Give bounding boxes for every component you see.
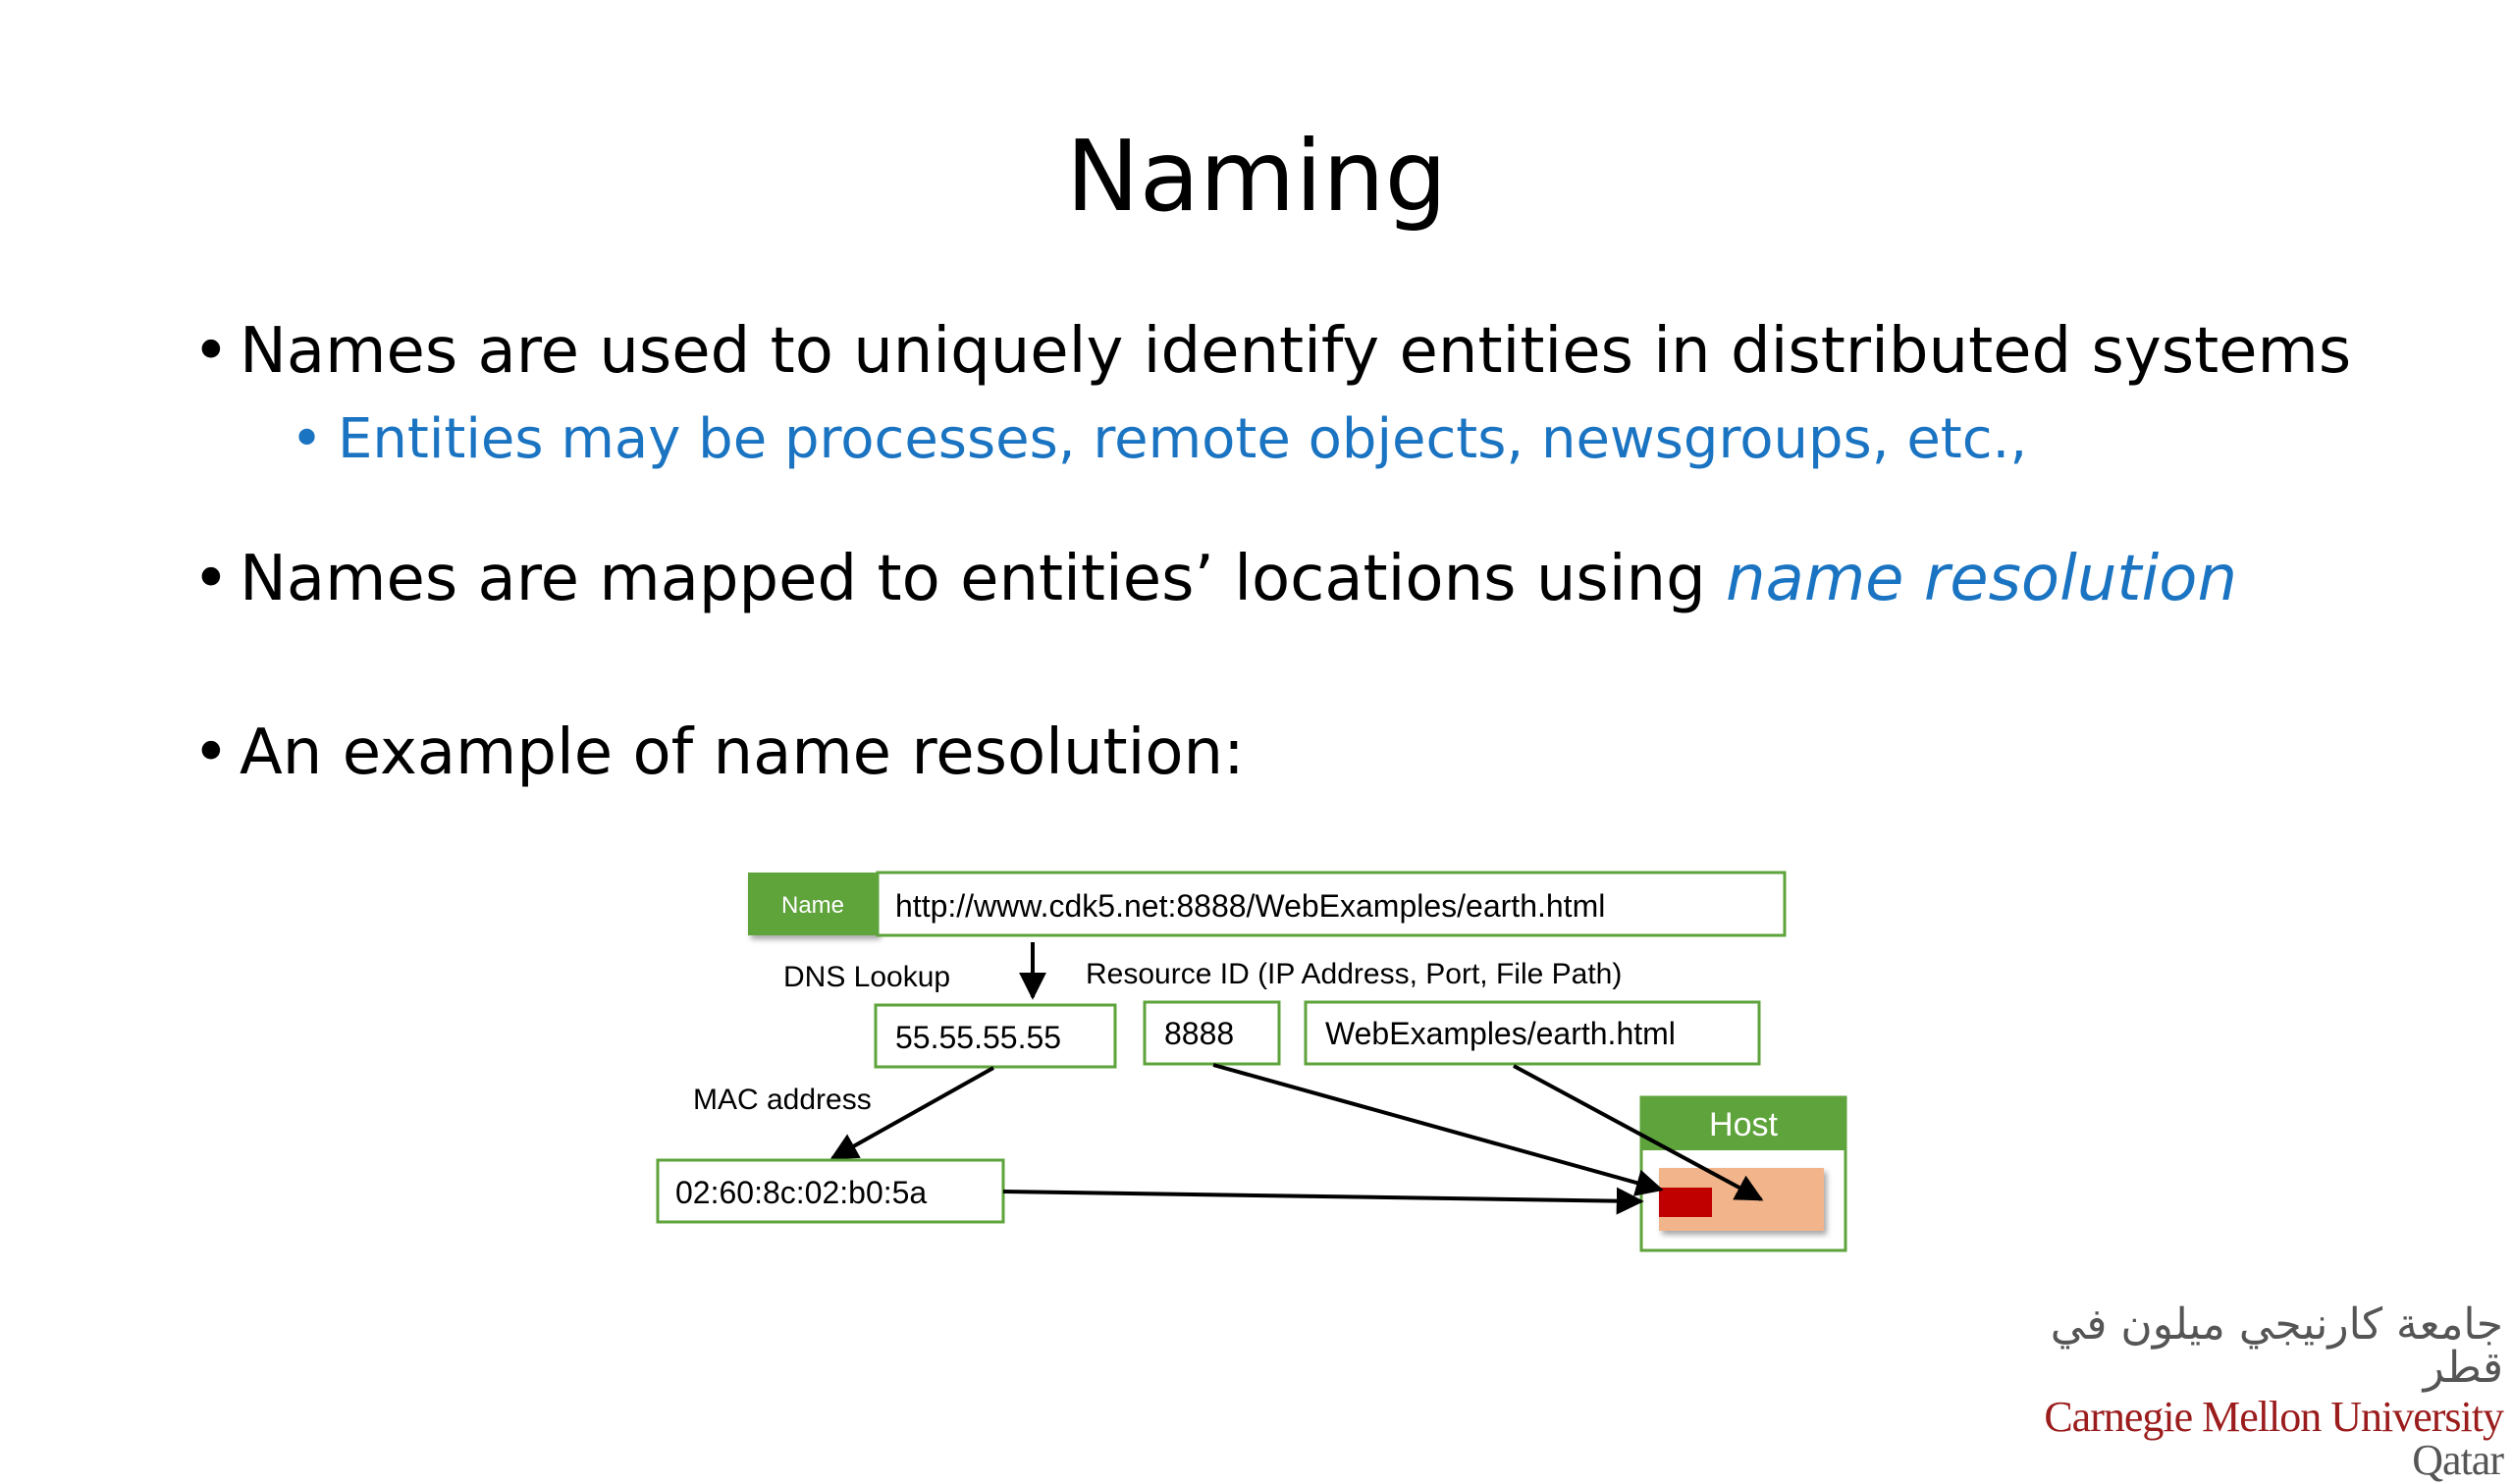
ip-box [874,1003,1117,1069]
bullet-marker: • [192,315,230,388]
ip-text: 55.55.55.55 [895,1020,1061,1055]
process-block [1659,1188,1712,1217]
logo-english-main: Carnegie Mellon University [2044,1393,2504,1441]
mac-box [656,1158,1005,1224]
path-text: WebExamples/earth.html [1325,1016,1676,1051]
port-box [1143,1000,1281,1066]
mac-to-host-arrow [1002,1187,1644,1215]
path-to-host-arrow [1513,1064,1764,1201]
name-resolution-diagram: Name http://www.cdk5.net:8888/WebExample… [656,871,1847,1252]
cmu-qatar-logo: جامعة كارنيجي ميلون في قطر Carnegie Mell… [1993,1299,2504,1482]
logo-arabic-text: جامعة كارنيجي ميلون في قطر [2050,1299,2503,1393]
sub-bullet-marker: • [291,407,324,471]
mac-arrow [829,1066,994,1160]
name-tag-box [748,873,878,935]
name-resolution-emphasis: name resolution [1726,543,2237,615]
bullet-text: Names are mapped to entities’ locations … [240,543,1727,615]
url-text: http://www.cdk5.net:8888/WebExamples/ear… [895,888,1605,924]
bullet-marker: • [192,543,230,615]
logo-english-qatar: Qatar [2412,1436,2504,1484]
sub-bullet-text: Entities may be processes, remote object… [338,407,2028,471]
bullet-marker: • [192,716,230,789]
host-header [1641,1097,1845,1150]
logo-english-text: Carnegie Mellon University Qatar [1993,1393,2504,1484]
bullet-1: •Names are used to uniquely identify ent… [192,320,2351,383]
path-box [1304,1000,1761,1066]
resource-id-label: Resource ID (IP Address, Port, File Path… [1086,958,1622,990]
bullet-text: Names are used to uniquely identify enti… [240,315,2352,388]
mac-address-label: MAC address [693,1084,872,1116]
port-to-host-arrow [1212,1063,1664,1196]
dns-lookup-label: DNS Lookup [783,961,950,993]
sub-bullet-1: •Entities may be processes, remote objec… [291,412,2027,467]
host-label: Host [1709,1106,1778,1143]
bullet-text: An example of name resolution: [240,716,1245,789]
port-text: 8888 [1164,1016,1234,1051]
bullet-2: •Names are mapped to entities’ locations… [192,548,2237,610]
bullet-3: •An example of name resolution: [192,721,1245,784]
url-box [876,871,1787,937]
name-tag-label: Name [781,892,844,919]
slide-title: Naming [1065,119,1448,234]
mac-text: 02:60:8c:02:b0:5a [675,1175,927,1210]
